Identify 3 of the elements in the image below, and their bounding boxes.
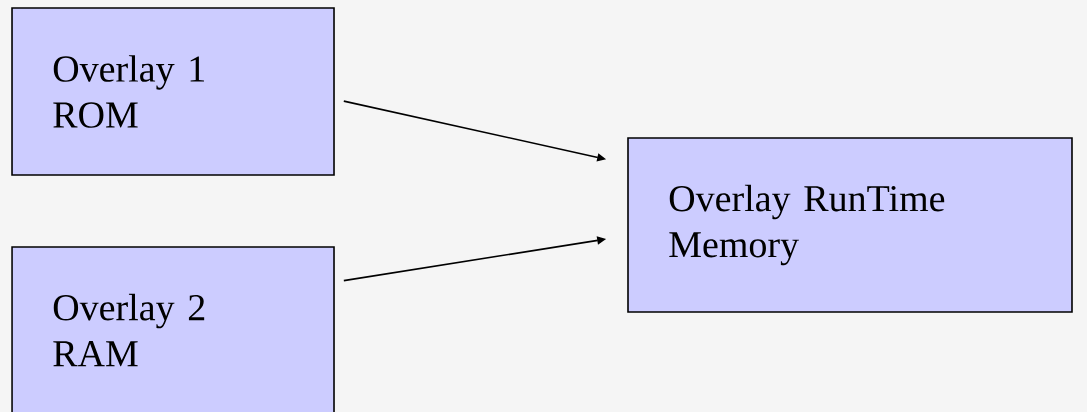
memory-box: Overlay RunTime Memory — [627, 137, 1073, 313]
memory-box: Overlay 2 RAM — [11, 246, 335, 412]
memory-box: Overlay 1 ROM — [11, 7, 335, 176]
